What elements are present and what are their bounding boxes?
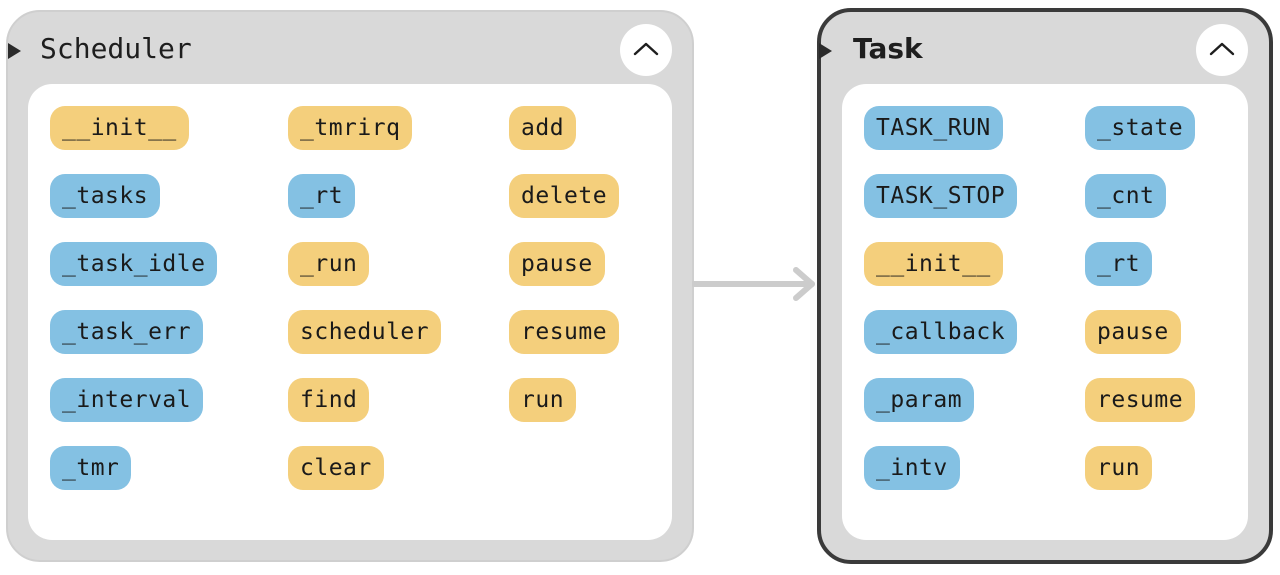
task-member[interactable]: run — [1085, 446, 1153, 490]
arrow-right-icon — [692, 267, 815, 301]
scheduler-member[interactable]: scheduler — [288, 310, 442, 354]
scheduler-member[interactable]: _task_idle — [50, 242, 218, 286]
scheduler-member[interactable]: _task_err — [50, 310, 204, 354]
task-member[interactable]: resume — [1085, 378, 1196, 422]
task-member[interactable]: __init__ — [864, 242, 1003, 286]
scheduler-collapse-button[interactable] — [620, 24, 672, 76]
scheduler-card: Scheduler __init__ _tasks _task_idle _ta… — [6, 10, 694, 562]
scheduler-member[interactable]: _tasks — [50, 174, 161, 218]
scheduler-member[interactable]: add — [509, 106, 577, 150]
scheduler-header[interactable]: Scheduler — [8, 12, 692, 90]
task-collapse-button[interactable] — [1196, 24, 1248, 76]
scheduler-member[interactable]: delete — [509, 174, 620, 218]
scheduler-member[interactable]: pause — [509, 242, 605, 286]
chevron-up-icon — [633, 42, 659, 56]
scheduler-member[interactable]: resume — [509, 310, 620, 354]
scheduler-member[interactable]: _rt — [288, 174, 356, 218]
expand-triangle-icon[interactable] — [819, 43, 832, 59]
scheduler-member[interactable]: _run — [288, 242, 370, 286]
scheduler-member[interactable]: run — [509, 378, 577, 422]
scheduler-members-panel: __init__ _tasks _task_idle _task_err _in… — [28, 84, 672, 540]
task-member[interactable]: _param — [864, 378, 975, 422]
scheduler-member[interactable]: _interval — [50, 378, 204, 422]
scheduler-member[interactable]: clear — [288, 446, 384, 490]
scheduler-member[interactable]: _tmrirq — [288, 106, 413, 150]
task-member[interactable]: TASK_STOP — [864, 174, 1018, 218]
task-member[interactable]: _callback — [864, 310, 1018, 354]
task-member[interactable]: _state — [1085, 106, 1196, 150]
expand-triangle-icon[interactable] — [8, 43, 21, 59]
task-member[interactable]: _intv — [864, 446, 960, 490]
scheduler-member[interactable]: __init__ — [50, 106, 189, 150]
task-card: Task TASK_RUN TASK_STOP __init__ _callba… — [817, 8, 1273, 564]
task-header[interactable]: Task — [819, 12, 1269, 90]
task-member[interactable]: _rt — [1085, 242, 1153, 286]
task-title: Task — [853, 32, 923, 65]
chevron-up-icon — [1209, 42, 1235, 56]
scheduler-title: Scheduler — [40, 32, 192, 65]
task-member[interactable]: _cnt — [1085, 174, 1167, 218]
scheduler-member[interactable]: find — [288, 378, 370, 422]
scheduler-member[interactable]: _tmr — [50, 446, 132, 490]
task-member[interactable]: pause — [1085, 310, 1181, 354]
task-members-panel: TASK_RUN TASK_STOP __init__ _callback _p… — [842, 84, 1248, 540]
task-member[interactable]: TASK_RUN — [864, 106, 1003, 150]
